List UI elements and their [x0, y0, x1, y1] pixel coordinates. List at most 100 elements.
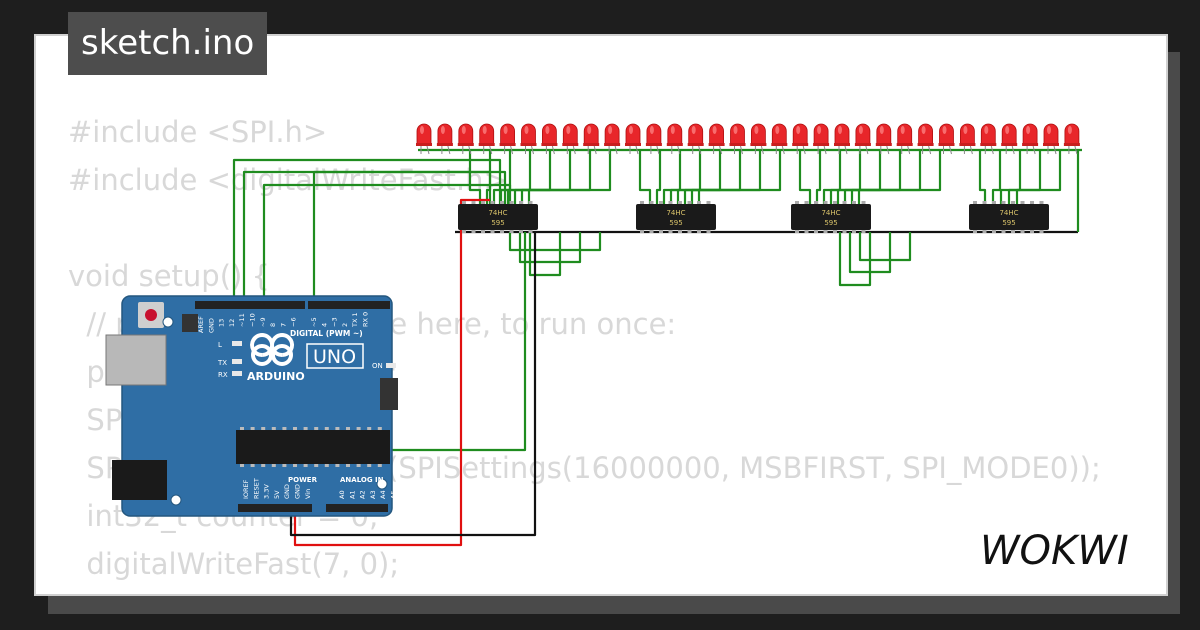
wokwi-logo: WOKWI [980, 528, 1129, 574]
led-to-chip-wire [850, 150, 922, 204]
signal-wire-13 [232, 158, 502, 303]
digital-pin-label: ~6 [290, 317, 298, 327]
power-label: POWER [288, 476, 318, 484]
led-row [416, 123, 1080, 155]
analog-pin-label: A0 [338, 490, 346, 499]
code-line: #include <digitalWriteFast.h> [68, 163, 508, 197]
signal-wire-11 [262, 183, 512, 303]
power-pin-label: Vin [304, 489, 312, 499]
digital-pin-label: ~11 [238, 313, 246, 327]
chip-cascade-wire [528, 232, 562, 277]
led [541, 123, 558, 155]
led [562, 123, 579, 155]
board-led-label: RX [218, 371, 228, 379]
led [896, 123, 913, 155]
digital-pin-label: AREF [197, 316, 205, 333]
usb-port [105, 334, 167, 386]
analog-header [326, 504, 388, 512]
power-pin-label: IOREF [242, 479, 250, 499]
led-to-chip-wire [468, 150, 482, 204]
led [499, 123, 516, 155]
led-to-chip-wire [513, 150, 572, 204]
arduino-logo-text: ARDUINO [247, 370, 305, 383]
led [1043, 123, 1059, 155]
digital-label: DIGITAL (PWM ~) [290, 329, 363, 338]
led [457, 123, 474, 155]
digital-header-left [195, 301, 305, 309]
led [980, 123, 997, 155]
digital-pin-label: 7 [279, 323, 287, 327]
led [750, 123, 767, 155]
analog-pin-label: A4 [379, 490, 387, 499]
led-to-chip-wire [527, 150, 612, 204]
digital-header-right [308, 301, 390, 309]
signal-wire-12 [242, 170, 507, 303]
led [854, 123, 871, 155]
chip-label: 595 [669, 219, 682, 227]
analog-pin-label: A5 [390, 490, 398, 499]
chip-label: 595 [491, 219, 504, 227]
power-pin-label: RESET [252, 478, 260, 499]
led [875, 123, 892, 155]
led [1063, 123, 1080, 155]
led-to-chip-wire [843, 150, 902, 204]
led [729, 123, 746, 155]
led [625, 123, 641, 155]
chip-label: 74HC [999, 209, 1018, 217]
microcontroller-chip [236, 430, 390, 464]
led-to-chip-wire [1015, 150, 1062, 204]
led [604, 123, 621, 155]
chip-cascade-wire [518, 232, 582, 264]
chip-cascade-wire [508, 232, 602, 252]
led [478, 123, 495, 155]
analog-pin-label: A3 [369, 490, 377, 499]
power-header [238, 504, 312, 512]
led-to-chip-wire [798, 150, 812, 204]
led [1001, 123, 1018, 155]
code-line: void setup() { [68, 259, 270, 293]
power-pin-label: 3.3V [263, 484, 271, 499]
digital-pin-label: GND [207, 318, 215, 333]
power-jack [112, 460, 167, 500]
led-to-chip-wire [978, 150, 987, 204]
board-led-label: TX [217, 359, 227, 367]
file-title: sketch.ino [68, 12, 268, 75]
code-line: #include <SPI.h> [68, 115, 328, 149]
board-led-label: L [218, 341, 222, 349]
analog-pin-label: A2 [359, 490, 367, 499]
digital-pin-label: ~3 [331, 317, 339, 327]
digital-pin-label: RX 0 [362, 312, 370, 327]
led [771, 123, 788, 155]
signal-wire-7 [312, 170, 492, 303]
led-to-chip-wire [857, 150, 942, 204]
digital-pin-label: 4 [320, 323, 328, 327]
chip-cascade-wire [848, 232, 892, 274]
led [645, 123, 662, 155]
led-to-chip-wire [690, 150, 762, 204]
digital-pin-label: 13 [218, 319, 226, 327]
wokwi-logo-text: WOKWI [980, 528, 1129, 574]
led-to-chip-wire [638, 150, 652, 204]
led [1022, 123, 1039, 155]
led [813, 123, 830, 155]
led-to-chip-wire [697, 150, 782, 204]
code-line: digitalWriteFast(7, 0); [68, 547, 400, 581]
led-to-chip-wire [815, 150, 822, 204]
digital-pin-label: ~5 [310, 317, 318, 327]
led-to-chip-wire [485, 150, 492, 204]
digital-pin-label: 12 [228, 319, 236, 327]
wires [232, 148, 1082, 547]
chip-cascade-wire [838, 232, 872, 287]
chip-label: 74HC [821, 209, 840, 217]
led [938, 123, 955, 155]
led-to-chip-wire [991, 150, 1002, 204]
led [416, 123, 432, 155]
chip-cascade-wire [858, 232, 912, 262]
